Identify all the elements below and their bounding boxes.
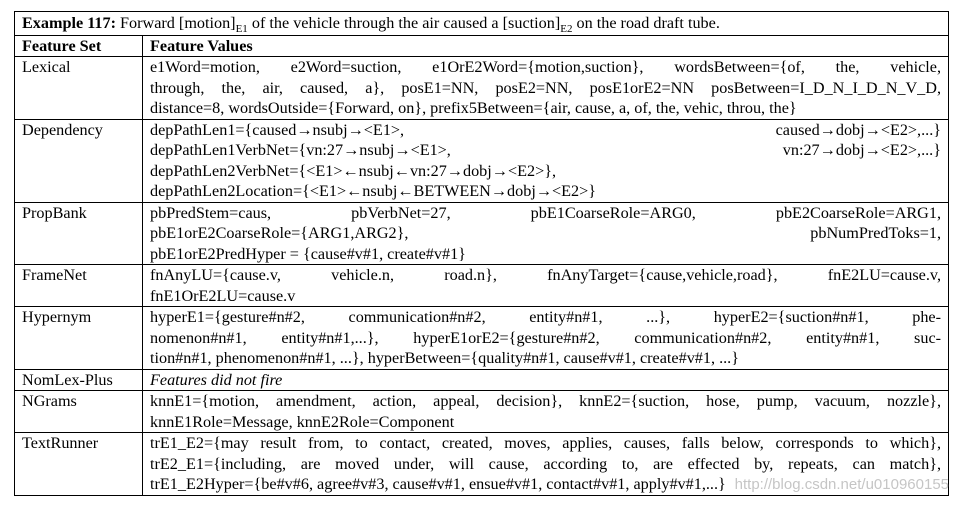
feature-set-cell: FrameNet <box>14 264 143 307</box>
feature-value-line: depPathLen2Location={<E1>←nsubj←BETWEEN→… <box>150 182 597 200</box>
feature-values-cell: pbPredStem=caus, pbVerbNet=27, pbE1Coars… <box>141 201 950 265</box>
feature-table: Example 117: Forward [motion]E1 of the v… <box>13 11 950 496</box>
example-text-mid: of the vehicle through the air caused a … <box>247 14 561 32</box>
example-text-pre: Forward [motion] <box>120 14 236 32</box>
table-row: Lexical e1Word=motion, e2Word=suction, e1… <box>14 56 950 120</box>
example-text-post: on the road draft tube. <box>572 14 720 32</box>
caption-row: Example 117: Forward [motion]E1 of the v… <box>13 11 950 36</box>
feature-values-cell: hyperE1={gesture#n#2, communication#n#2,… <box>141 306 950 370</box>
feature-set-cell: NGrams <box>14 390 143 433</box>
feature-value-line: distance=8, wordsOutside={Forward, on}, … <box>150 99 797 117</box>
feature-value-line: pbPredStem=caus, pbVerbNet=27, pbE1Coars… <box>150 203 942 222</box>
feature-set-cell: Dependency <box>14 118 143 203</box>
feature-value-line: nomenon#n#1, entity#n#1,...}, hyperE1orE… <box>150 328 942 347</box>
feature-value-line: depPathLen1VerbNet={vn:27→nsubj→<E1>, vn… <box>150 141 942 159</box>
table-row: NGrams knnE1={motion, amendment, action, … <box>14 390 950 433</box>
feature-value-line: trE2_E1={including, are moved under, wil… <box>150 454 942 473</box>
feature-value-line: depPathLen2VerbNet={<E1>←nsubj←vn:27→dob… <box>150 161 557 180</box>
feature-value-line: through, the, air, caused, a}, posE1=NN,… <box>150 78 942 97</box>
example-caption: Example 117: Forward [motion]E1 of the v… <box>13 11 950 36</box>
feature-value-line: fnE1OrE2LU=cause.v <box>150 286 296 305</box>
feature-value-line: Features did not fire <box>150 370 283 389</box>
feature-values-cell: knnE1={motion, amendment, action, appeal… <box>141 390 950 433</box>
example-label: Example 117: <box>22 14 116 32</box>
feature-value-line: hyperE1={gesture#n#2, communication#n#2,… <box>150 308 942 326</box>
feature-value-line: e1Word=motion, e2Word=suction, e1OrE2Wor… <box>150 58 942 76</box>
feature-value-line: pbE1orE2CoarseRole={ARG1,ARG2}, pbNumPre… <box>150 224 942 242</box>
feature-rows: Lexical e1Word=motion, e2Word=suction, e1… <box>14 56 950 496</box>
table-row: Dependency depPathLen1={caused→nsubj→<E1>… <box>14 118 950 203</box>
table-row: NomLex-Plus Features did not fire <box>14 368 950 391</box>
table-row: Hypernym hyperE1={gesture#n#2, communicat… <box>14 306 950 370</box>
feature-value-line: knnE1={motion, amendment, action, appeal… <box>150 392 942 410</box>
feature-value-line: tion#n#1, phenomenon#n#1, ...}, hyperBet… <box>150 349 739 367</box>
feature-value-line: knnE1Role=Message, knnE2Role=Component <box>150 412 455 431</box>
feature-set-cell: Hypernym <box>14 306 143 370</box>
feature-values-cell: Features did not fire <box>141 368 950 391</box>
feature-value-line: trE1_E2={may result from, to contact, cr… <box>150 434 942 452</box>
table-row: PropBank pbPredStem=caus, pbVerbNet=27, p… <box>14 201 950 265</box>
table-row: TextRunner trE1_E2={may result from, to c… <box>14 432 950 496</box>
example-sub-e1: E1 <box>235 23 248 36</box>
header-feature-set: Feature Set <box>14 34 143 57</box>
feature-value-line: fnAnyLU={cause.v, vehicle.n, road.n}, fn… <box>150 266 942 284</box>
feature-values-cell: depPathLen1={caused→nsubj→<E1>, caused→d… <box>141 118 950 203</box>
example-sub-e2: E2 <box>560 23 573 36</box>
header-row: Feature Set Feature Values <box>14 34 950 57</box>
feature-values-cell: e1Word=motion, e2Word=suction, e1OrE2Wor… <box>141 56 950 120</box>
feature-value-line: depPathLen1={caused→nsubj→<E1>, caused→d… <box>150 120 942 139</box>
table-row: FrameNet fnAnyLU={cause.v, vehicle.n, roa… <box>14 264 950 307</box>
feature-values-cell: trE1_E2={may result from, to contact, cr… <box>141 432 950 496</box>
feature-table-wrapper: Example 117: Forward [motion]E1 of the v… <box>13 11 950 496</box>
feature-set-cell: NomLex-Plus <box>14 368 143 391</box>
feature-value-line: pbE1orE2PredHyper = {cause#v#1, create#v… <box>150 244 466 263</box>
feature-values-cell: fnAnyLU={cause.v, vehicle.n, road.n}, fn… <box>141 264 950 307</box>
header-feature-values: Feature Values <box>141 34 950 57</box>
feature-set-cell: TextRunner <box>14 432 143 496</box>
feature-value-line: trE1_E2Hyper={be#v#6, agree#v#3, cause#v… <box>150 475 726 493</box>
feature-set-cell: PropBank <box>14 201 143 265</box>
feature-set-cell: Lexical <box>14 56 143 120</box>
